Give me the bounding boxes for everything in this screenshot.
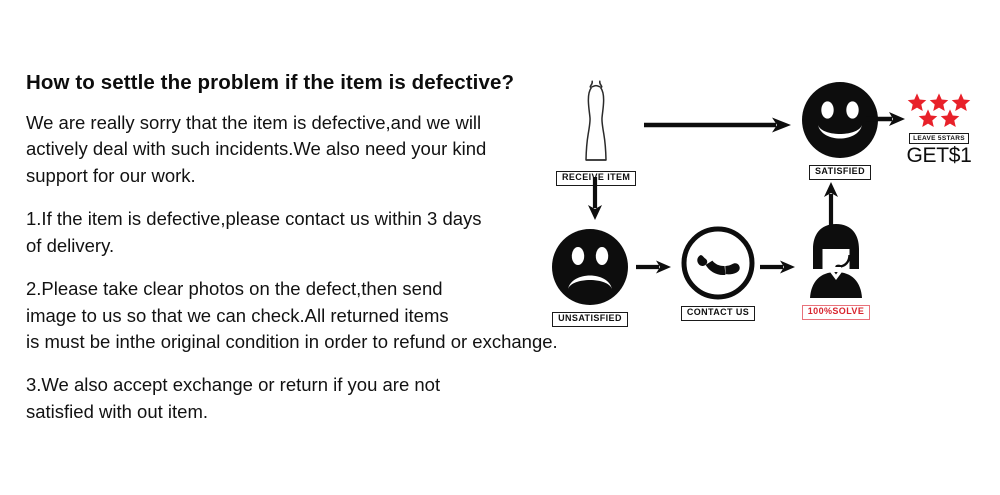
flow-label-satisfied: SATISFIED [809,165,871,180]
flow-node-unsatisfied: UNSATISFIED [550,227,630,327]
telephone-icon [680,225,756,301]
flow-label-contact-us: CONTACT US [680,306,756,321]
support-agent-icon [800,222,872,300]
page-title: How to settle the problem if the item is… [26,71,515,94]
flow-node-rating-reward: LEAVE 5STARS GET$1 [906,92,972,167]
arrow-solve-to-satisfied-icon [822,182,840,231]
dress-icon [579,78,613,166]
flow-node-receive-item: RECEIVE ITEM [556,78,637,186]
reward-amount-text: GET$1 [906,144,972,168]
arrow-receive-to-unsatisfied-icon [586,177,604,226]
arrow-receive-to-satisfied-icon [644,116,792,139]
star-icon [940,109,960,127]
star-icon [929,93,949,111]
star-icon [951,93,971,111]
arrow-unsatisfied-to-contact-icon [636,258,672,281]
flow-node-contact-us: CONTACT US [680,225,756,321]
smiley-sad-icon [550,227,630,307]
policy-paragraph-3: 3.We also accept exchange or return if y… [26,374,441,422]
arrow-satisfied-to-rating-icon [866,110,906,133]
five-stars-icon [906,92,972,129]
flow-node-satisfied: SATISFIED [800,80,880,180]
flow-label-leave-5stars: LEAVE 5STARS [909,133,969,145]
flow-node-solve: 100%SOLVE [800,222,872,320]
arrow-contact-to-solve-icon [760,258,796,281]
policy-paragraph-2: 2.Please take clear photos on the defect… [26,277,558,353]
policy-paragraph-intro: We are really sorry that the item is def… [26,111,487,187]
star-row-top [906,92,972,113]
policy-paragraph-1: 1.If the item is defective,please contac… [26,208,482,256]
star-row-bottom [917,108,961,129]
smiley-happy-icon [800,80,880,160]
return-policy-text-block: How to settle the problem if the item is… [26,70,666,426]
return-process-flow-diagram: RECEIVE ITEM SATISFIED [548,72,1000,352]
flow-label-100-percent-solve: 100%SOLVE [801,305,871,320]
star-icon [907,93,927,111]
star-icon [918,109,938,127]
flow-label-unsatisfied: UNSATISFIED [552,312,628,327]
